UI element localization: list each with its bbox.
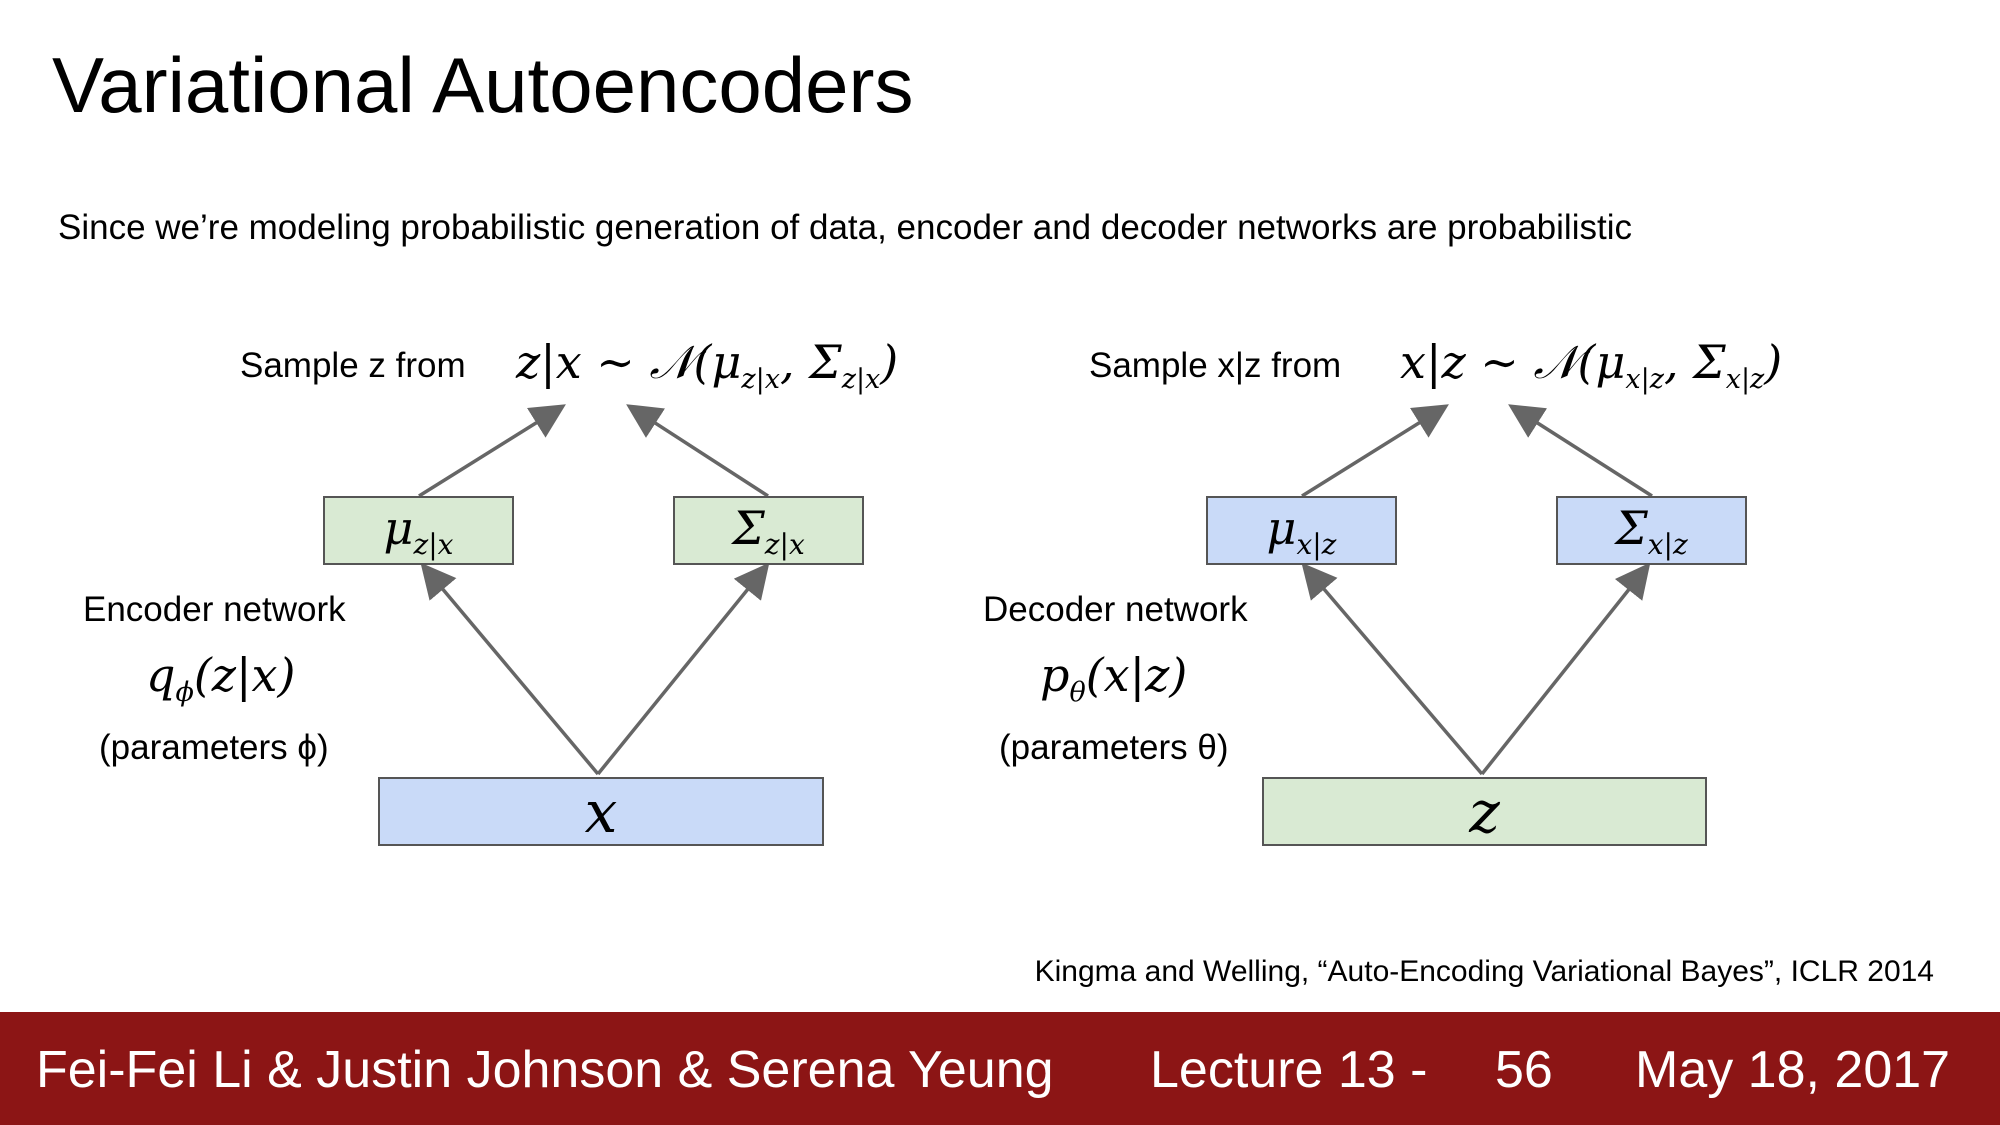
decoder-network-label: Decoder network bbox=[983, 590, 1248, 629]
encoder-input-box: x bbox=[378, 777, 824, 846]
arrow-z-to-sigma bbox=[1480, 562, 1651, 776]
footer-bar: Fei-Fei Li & Justin Johnson & Serena Yeu… bbox=[0, 1012, 2000, 1125]
encoder-network-label: Encoder network bbox=[83, 590, 346, 629]
encoder-sample-label: Sample z from bbox=[240, 346, 466, 385]
footer-authors: Fei-Fei Li & Justin Johnson & Serena Yeu… bbox=[36, 1041, 1054, 1099]
encoder-mu-box: μz|x bbox=[323, 496, 514, 565]
encoder-network-fn: qϕ(z|x) bbox=[146, 648, 296, 708]
arrow-x-to-sigma bbox=[596, 562, 770, 776]
encoder-sample-equation: z|x ∼ 𝒩(μz|x, Σz|x) bbox=[516, 335, 899, 395]
decoder-sample-equation: x|z ∼ 𝒩(μx|z, Σx|z) bbox=[1400, 335, 1783, 395]
decoder-mu-box: μx|z bbox=[1206, 496, 1397, 565]
arrow-sigma-to-sample-dec bbox=[1508, 404, 1653, 498]
citation: Kingma and Welling, “Auto-Encoding Varia… bbox=[1034, 955, 1934, 988]
footer-page-number: 56 bbox=[1495, 1041, 1553, 1099]
arrow-x-to-mu bbox=[420, 562, 600, 776]
decoder-parameters-label: (parameters θ) bbox=[999, 728, 1229, 767]
arrow-sigma-to-sample bbox=[626, 404, 769, 498]
arrow-mu-to-sample-dec bbox=[1301, 404, 1449, 498]
footer-lecture: Lecture 13 - bbox=[1150, 1041, 1428, 1099]
arrow-z-to-mu bbox=[1301, 562, 1484, 776]
decoder-input-box: z bbox=[1262, 777, 1707, 846]
arrow-mu-to-sample bbox=[418, 404, 566, 498]
footer-date: May 18, 2017 bbox=[1635, 1041, 1951, 1099]
encoder-sigma-box: Σz|x bbox=[673, 496, 864, 565]
encoder-parameters-label: (parameters ϕ) bbox=[99, 728, 329, 767]
slide-subtitle: Since we’re modeling probabilistic gener… bbox=[58, 208, 1632, 247]
decoder-sigma-box: Σx|z bbox=[1556, 496, 1747, 565]
decoder-sample-label: Sample x|z from bbox=[1089, 346, 1342, 385]
slide-title: Variational Autoencoders bbox=[52, 41, 914, 129]
decoder-network-fn: pθ(x|z) bbox=[1040, 648, 1188, 708]
